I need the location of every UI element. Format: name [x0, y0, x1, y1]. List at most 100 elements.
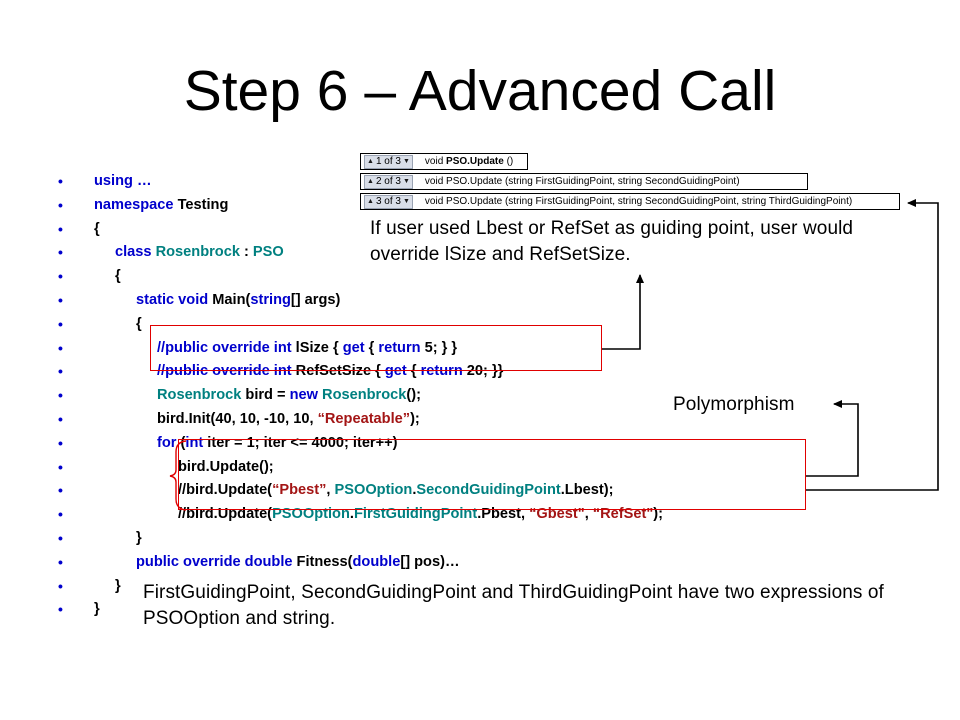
code-token: “RefSet" — [592, 506, 654, 523]
code-line: •bird.Update(); — [58, 456, 818, 480]
bullet-icon: • — [58, 482, 63, 499]
code-token: PSOOption — [272, 506, 350, 523]
code-token: [] pos)… — [400, 553, 460, 570]
code-token: } — [94, 601, 100, 618]
code-token: bird = — [241, 387, 290, 404]
up-arrow-icon[interactable]: ▲ — [367, 158, 374, 165]
code-token: RefSetSize { — [291, 363, 385, 380]
code-line: •{ — [58, 218, 818, 242]
code-token: class — [115, 244, 152, 261]
code-token: FirstGuidingPoint — [353, 506, 478, 523]
overload-counter: 3 of 3 — [375, 196, 401, 207]
code-line: • class Rosenbrock : PSO — [58, 241, 818, 265]
code-token: new — [289, 387, 318, 404]
code-token: //public override int — [157, 363, 292, 380]
code-line: •//bird.Update(“Pbest”, PSOOption.Second… — [58, 479, 818, 503]
code-token: 5; } } — [420, 339, 458, 356]
signature-row[interactable]: ▲2 of 3▼ void PSO.Update (string FirstGui… — [360, 173, 808, 190]
signature-text: void PSO.Update (string FirstGuidingPoin… — [425, 174, 740, 189]
code-line: •public override double Fitness(double[]… — [58, 551, 818, 575]
bullet-icon: • — [58, 339, 63, 356]
code-token: for — [157, 434, 177, 451]
code-token: namespace — [94, 196, 174, 213]
code-token: public override double — [136, 553, 293, 570]
bullet-icon: • — [58, 220, 63, 237]
signature-text: void PSO.Update () — [425, 154, 513, 169]
curly-brace — [169, 440, 187, 511]
code-token: iter = 1; iter <= 4000; iter++) — [203, 434, 398, 451]
overload-navigator[interactable]: ▲3 of 3▼ — [364, 194, 413, 209]
method-name: PSO.Update — [446, 156, 504, 167]
code-token: get — [342, 339, 365, 356]
override-note: If user used Lbest or RefSet as guiding … — [370, 218, 854, 265]
code-line: •Rosenbrock bird = new Rosenbrock(); — [58, 384, 818, 408]
code-token: double — [352, 553, 401, 570]
down-arrow-icon[interactable]: ▼ — [402, 178, 410, 185]
code-token: .Lbest); — [560, 482, 614, 499]
code-token: , — [326, 482, 335, 499]
code-token: bird.Update(); — [178, 458, 274, 475]
code-line: •static void Main(string[] args) — [58, 289, 818, 313]
bullet-icon: • — [58, 577, 63, 594]
code-token: ); — [653, 506, 663, 523]
code-token: PSO — [252, 244, 284, 261]
code-token: } — [136, 529, 142, 546]
code-line: •bird.Init(40, 10, -10, 10, “Repeatable”… — [58, 408, 818, 432]
bullet-icon: • — [58, 268, 63, 285]
code-token: Main( — [208, 291, 251, 308]
code-token: { — [136, 315, 142, 332]
bullet-icon: • — [58, 387, 63, 404]
overload-navigator[interactable]: ▲2 of 3▼ — [364, 174, 413, 189]
signature-row[interactable]: ▲1 of 3▼ void PSO.Update () — [360, 153, 528, 170]
return-type: void — [424, 156, 447, 167]
code-token: } — [115, 577, 121, 594]
code-token: Rosenbrock — [155, 244, 240, 261]
bullet-icon: • — [58, 410, 63, 427]
code-token: . — [412, 482, 417, 499]
code-line: •{ — [58, 265, 818, 289]
bullet-icon: • — [58, 363, 63, 380]
down-arrow-icon[interactable]: ▼ — [402, 198, 410, 205]
code-token: static void — [136, 291, 209, 308]
code-token: int — [185, 434, 204, 451]
overload-navigator[interactable]: ▲1 of 3▼ — [364, 154, 413, 169]
up-arrow-icon[interactable]: ▲ — [367, 178, 374, 185]
override-arrow — [602, 274, 644, 350]
code-token: { — [406, 363, 421, 380]
method-name: PSO.Update — [446, 176, 503, 187]
code-token: SecondGuidingPoint — [416, 482, 561, 499]
parameter-list: (string FirstGuidingPoint, string Second… — [502, 176, 740, 187]
polymorphism-arrow — [806, 400, 859, 477]
code-token: return — [420, 363, 463, 380]
code-line: •} — [58, 575, 818, 599]
code-token: [] args) — [290, 291, 341, 308]
update-calls-highlight-box — [178, 439, 806, 510]
return-type: void — [424, 196, 447, 207]
code-token: 20; }} — [462, 363, 504, 380]
code-line: •for (int iter = 1; iter <= 4000; iter++… — [58, 432, 818, 456]
signature-arrow — [806, 199, 939, 491]
bullet-icon: • — [58, 196, 63, 213]
code-token: return — [378, 339, 421, 356]
return-type: void — [424, 176, 447, 187]
up-arrow-icon[interactable]: ▲ — [367, 198, 374, 205]
down-arrow-icon[interactable]: ▼ — [402, 158, 410, 165]
bullet-icon: • — [58, 529, 63, 546]
code-token: //bird.Update( — [178, 506, 273, 523]
code-token: lSize { — [291, 339, 343, 356]
slide-title: Step 6 – Advanced Call — [183, 59, 777, 123]
bullet-icon: • — [58, 244, 63, 261]
code-token: “Repeatable” — [317, 410, 411, 427]
code-line: •{ — [58, 313, 818, 337]
guiding-point-note: FirstGuidingPoint, SecondGuidingPoint an… — [143, 582, 884, 629]
code-token: : — [239, 244, 253, 261]
code-token: ); — [410, 410, 420, 427]
bullet-icon: • — [58, 553, 63, 570]
code-token: { — [94, 220, 100, 237]
parameter-list: (string FirstGuidingPoint, string Second… — [502, 196, 853, 207]
signature-row[interactable]: ▲3 of 3▼void PSO.Update (string FirstGui… — [360, 193, 900, 210]
code-token: (); — [406, 387, 421, 404]
parameter-list: () — [503, 156, 514, 167]
code-token: { — [364, 339, 379, 356]
